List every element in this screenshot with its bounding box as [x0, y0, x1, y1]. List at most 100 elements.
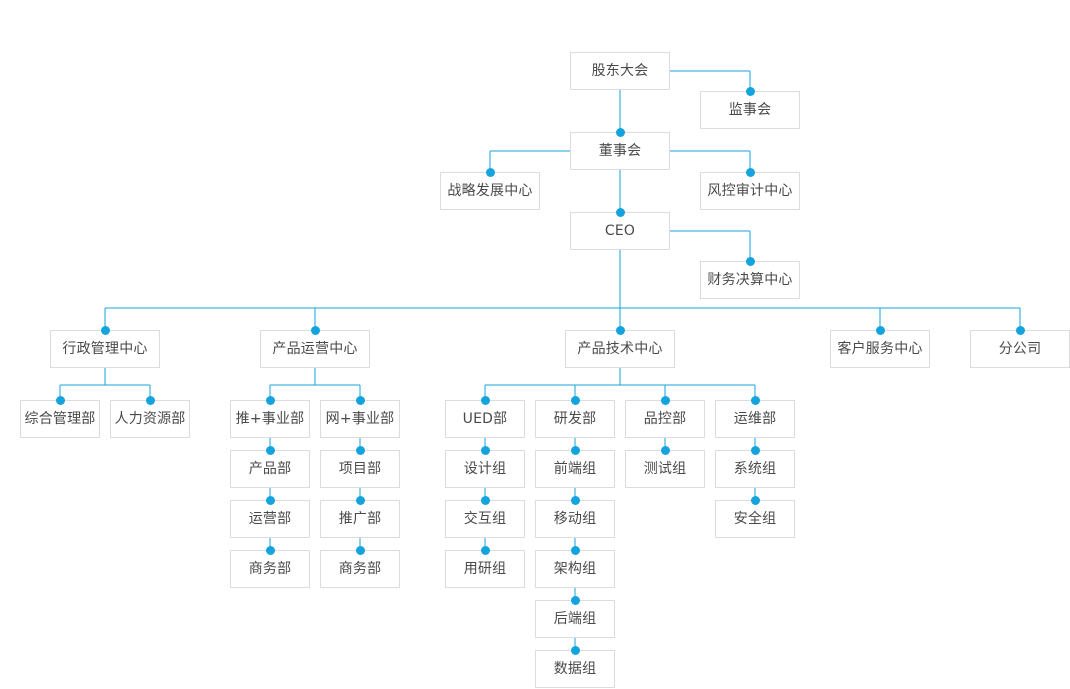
org-node-n1[interactable]: 股东大会	[570, 52, 670, 90]
connector-dot-r2	[570, 445, 580, 455]
connector-dot-q2	[355, 445, 365, 455]
org-node-u1[interactable]: UED部	[445, 400, 525, 438]
connector-dot-n6	[615, 207, 625, 217]
connector-dot-t1	[660, 395, 670, 405]
connector-dot-o3	[750, 495, 760, 505]
org-node-a1[interactable]: 综合管理部	[20, 400, 100, 438]
org-node-label: 网+事业部	[325, 411, 395, 427]
org-node-label: 行政管理中心	[62, 341, 148, 357]
org-node-t2[interactable]: 测试组	[625, 450, 705, 488]
org-node-label: 董事会	[598, 143, 642, 159]
org-node-r1[interactable]: 研发部	[535, 400, 615, 438]
connector-dot-o2	[750, 445, 760, 455]
connector-dot-q4	[355, 545, 365, 555]
connector-dot-r6	[570, 645, 580, 655]
connector-dot-u2	[480, 445, 490, 455]
connector-dot-n5	[745, 167, 755, 177]
connector-dot-o1	[750, 395, 760, 405]
connector-dot-r3	[570, 495, 580, 505]
org-node-label: 移动组	[553, 511, 597, 527]
org-node-u3[interactable]: 交互组	[445, 500, 525, 538]
org-node-c3[interactable]: 产品技术中心	[565, 330, 675, 368]
org-node-label: 用研组	[463, 561, 507, 577]
org-node-q1[interactable]: 网+事业部	[320, 400, 400, 438]
org-node-n4[interactable]: 战略发展中心	[440, 172, 540, 210]
connector-dot-c2	[310, 325, 320, 335]
org-node-u2[interactable]: 设计组	[445, 450, 525, 488]
org-node-n6[interactable]: CEO	[570, 212, 670, 250]
org-node-p4[interactable]: 商务部	[230, 550, 310, 588]
org-node-n3[interactable]: 董事会	[570, 132, 670, 170]
org-node-label: 设计组	[463, 461, 507, 477]
org-node-label: 项目部	[338, 461, 382, 477]
connector-dot-n2	[745, 86, 755, 96]
connector-dot-r1	[570, 395, 580, 405]
org-node-label: 运营部	[248, 511, 292, 527]
org-node-label: 产品运营中心	[272, 341, 358, 357]
org-node-q4[interactable]: 商务部	[320, 550, 400, 588]
org-node-n5[interactable]: 风控审计中心	[700, 172, 800, 210]
org-node-p2[interactable]: 产品部	[230, 450, 310, 488]
org-node-p3[interactable]: 运营部	[230, 500, 310, 538]
org-node-a2[interactable]: 人力资源部	[110, 400, 190, 438]
connector-dot-a1	[55, 395, 65, 405]
connector-dot-u3	[480, 495, 490, 505]
org-node-label: 战略发展中心	[447, 183, 533, 199]
org-node-o1[interactable]: 运维部	[715, 400, 795, 438]
connector-dot-p2	[265, 445, 275, 455]
connector-dot-a2	[145, 395, 155, 405]
connector-dot-c5	[1015, 325, 1025, 335]
org-node-label: 推广部	[338, 511, 382, 527]
org-node-label: 商务部	[338, 561, 382, 577]
org-node-label: 数据组	[553, 661, 597, 677]
org-node-label: 产品部	[248, 461, 292, 477]
connector-dot-c4	[875, 325, 885, 335]
org-node-n7[interactable]: 财务决算中心	[700, 261, 800, 299]
org-node-t1[interactable]: 品控部	[625, 400, 705, 438]
connector-dot-n7	[745, 256, 755, 266]
org-node-r2[interactable]: 前端组	[535, 450, 615, 488]
org-node-o2[interactable]: 系统组	[715, 450, 795, 488]
org-node-label: 综合管理部	[24, 411, 96, 427]
org-node-label: 人力资源部	[114, 411, 186, 427]
org-node-q2[interactable]: 项目部	[320, 450, 400, 488]
org-node-r5[interactable]: 后端组	[535, 600, 615, 638]
org-node-q3[interactable]: 推广部	[320, 500, 400, 538]
connector-dot-p3	[265, 495, 275, 505]
org-node-n2[interactable]: 监事会	[700, 91, 800, 129]
org-node-label: 系统组	[733, 461, 777, 477]
org-node-c2[interactable]: 产品运营中心	[260, 330, 370, 368]
org-node-p1[interactable]: 推+事业部	[230, 400, 310, 438]
org-node-label: CEO	[604, 223, 636, 239]
connector-dot-n3	[615, 127, 625, 137]
connector-dot-u4	[480, 545, 490, 555]
org-node-label: 测试组	[643, 461, 687, 477]
org-node-r4[interactable]: 架构组	[535, 550, 615, 588]
org-node-label: UED部	[462, 411, 508, 427]
org-node-label: 架构组	[553, 561, 597, 577]
connector-dot-q1	[355, 395, 365, 405]
org-node-label: 后端组	[553, 611, 597, 627]
connector-dot-c3	[615, 325, 625, 335]
org-node-label: 商务部	[248, 561, 292, 577]
connector-dot-r5	[570, 595, 580, 605]
org-node-c4[interactable]: 客户服务中心	[830, 330, 930, 368]
org-node-c1[interactable]: 行政管理中心	[50, 330, 160, 368]
connector-dot-t2	[660, 445, 670, 455]
org-node-u4[interactable]: 用研组	[445, 550, 525, 588]
org-node-label: 推+事业部	[235, 411, 305, 427]
org-node-o3[interactable]: 安全组	[715, 500, 795, 538]
org-node-label: 产品技术中心	[577, 341, 663, 357]
org-node-label: 客户服务中心	[837, 341, 923, 357]
org-node-c5[interactable]: 分公司	[970, 330, 1070, 368]
org-node-label: 交互组	[463, 511, 507, 527]
connector-dot-p1	[265, 395, 275, 405]
org-node-label: 分公司	[998, 341, 1042, 357]
org-node-label: 品控部	[643, 411, 687, 427]
org-node-label: 前端组	[553, 461, 597, 477]
org-node-r6[interactable]: 数据组	[535, 650, 615, 688]
org-node-label: 股东大会	[591, 63, 649, 79]
org-node-r3[interactable]: 移动组	[535, 500, 615, 538]
org-node-label: 财务决算中心	[707, 272, 793, 288]
